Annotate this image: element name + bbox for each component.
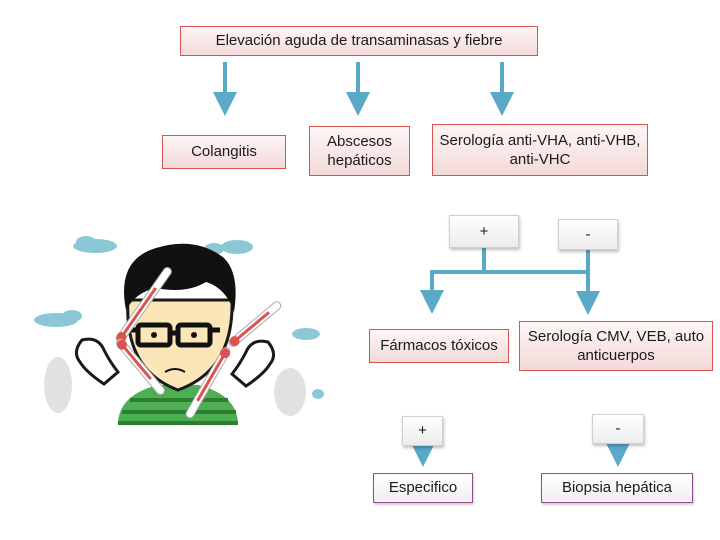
final-negative-box: - <box>592 414 644 444</box>
serologia2-box: Serología CMV, VEB, auto anticuerpos <box>519 321 713 371</box>
abscesos-box: Abscesos hepáticos <box>309 126 410 176</box>
especifico-box: Especifico <box>373 473 473 503</box>
title-box: Elevación aguda de transaminasas y fiebr… <box>180 26 538 56</box>
farmacos-box: Fármacos tóxicos <box>369 329 509 363</box>
biopsia-box: Biopsia hepática <box>541 473 693 503</box>
serologia-negative-box: - <box>558 219 618 250</box>
branch-connector <box>430 270 590 307</box>
final-positive-box: + <box>402 416 443 446</box>
serologia-positive-box: + <box>449 215 519 248</box>
serologia-box: Serología anti-VHA, anti-VHB, anti-VHC <box>432 124 648 176</box>
colangitis-box: Colangitis <box>162 135 286 169</box>
